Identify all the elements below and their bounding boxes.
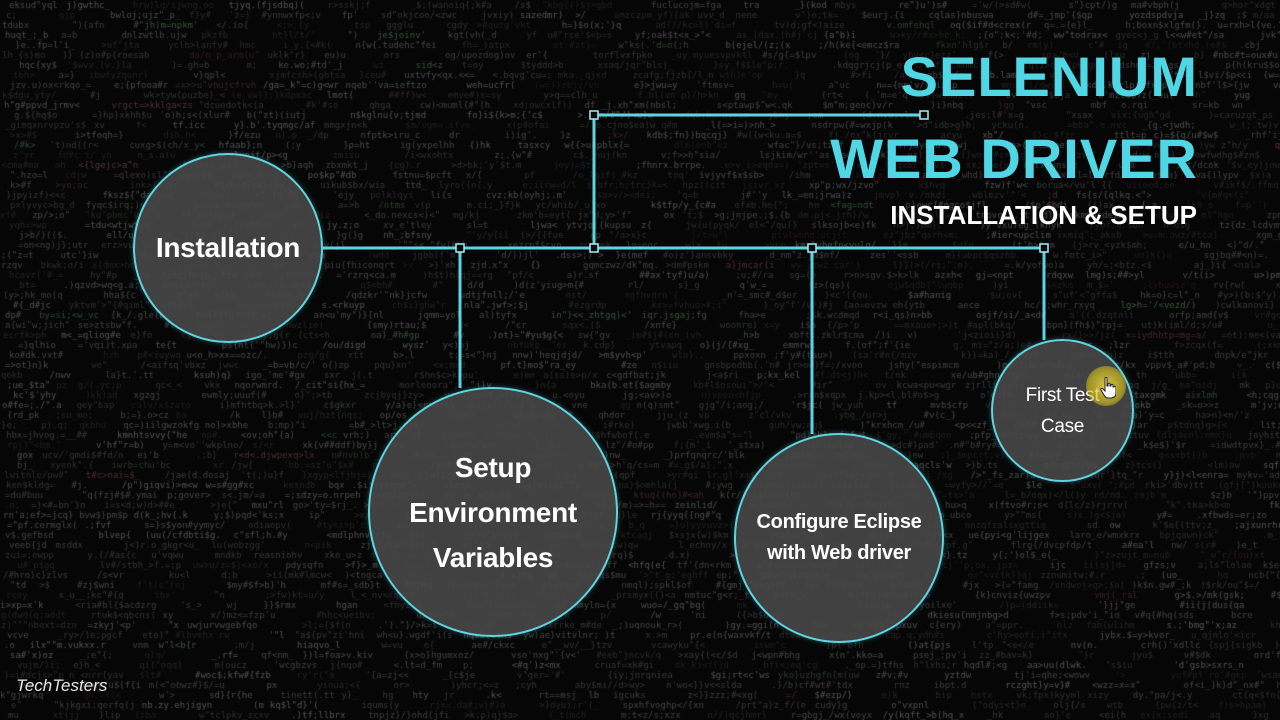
node-configure-eclipse[interactable]: Configure Eclipse with Web driver <box>734 433 944 643</box>
junction-node <box>589 243 599 253</box>
title-web-driver: WEB DRIVER <box>830 127 1198 190</box>
junction-node <box>1039 243 1049 253</box>
node-label: Variables <box>432 541 554 573</box>
node-label: Setup <box>454 451 532 483</box>
brand-watermark: TechTesters <box>16 676 108 695</box>
node-label: Case <box>1040 415 1085 437</box>
node-label: Installation <box>155 232 301 263</box>
node-installation[interactable]: Installation <box>133 153 323 343</box>
title-selenium: SELENIUM <box>900 45 1198 108</box>
node-label: First Test <box>1025 384 1100 406</box>
subtitle: INSTALLATION & SETUP <box>890 200 1197 230</box>
node-setup-environment-variables[interactable]: Setup Environment Variables <box>368 387 618 637</box>
junction-node <box>455 243 465 253</box>
junction-node <box>807 243 817 253</box>
junction-node <box>589 110 599 120</box>
node-label: Configure Eclipse <box>756 511 922 533</box>
node-first-test-case[interactable]: First Test Case <box>991 339 1134 482</box>
node-label: with Web driver <box>766 542 912 564</box>
junction-node <box>919 110 929 120</box>
hand-pointer-icon <box>1100 377 1116 399</box>
node-label: Environment <box>409 496 577 528</box>
